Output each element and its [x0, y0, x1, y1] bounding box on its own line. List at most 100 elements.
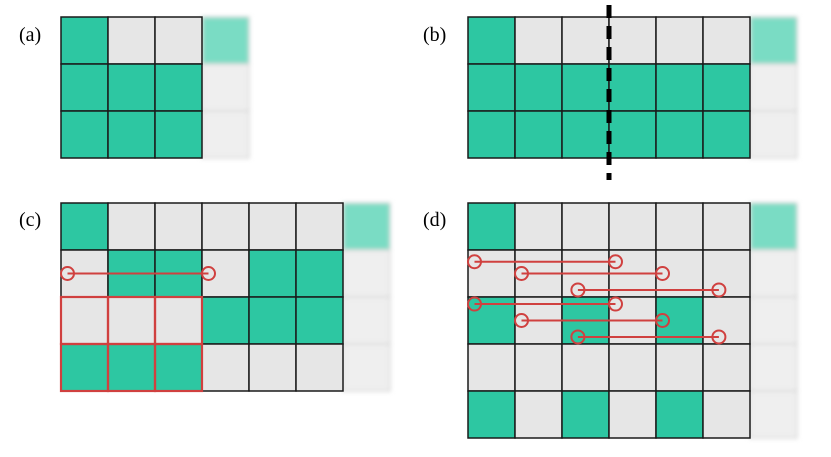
- link-endpoint: [60, 266, 75, 281]
- empty-cell: [702, 202, 751, 251]
- panel-d: (d): [423, 202, 798, 439]
- filled-cell: [467, 110, 516, 159]
- filled-cell: [154, 110, 203, 159]
- filled-cell: [561, 390, 610, 439]
- link-endpoint: [655, 313, 670, 328]
- link-endpoint: [467, 296, 482, 312]
- panel-b: (b): [423, 5, 798, 180]
- filled-cell: [655, 110, 704, 159]
- link-endpoint: [608, 296, 623, 312]
- empty-cell: [201, 249, 250, 298]
- faded-cell: [749, 296, 798, 345]
- panel-c: (c): [19, 202, 391, 393]
- faded-cell: [749, 390, 798, 439]
- empty-cell: [201, 202, 250, 251]
- faded-cell: [749, 110, 798, 159]
- filled-cell: [514, 63, 563, 112]
- panel-b-grid: [467, 5, 798, 180]
- empty-cell: [655, 343, 704, 392]
- faded-cell: [342, 249, 391, 298]
- filled-cell: [60, 63, 109, 112]
- panel-c-faded-column: [342, 202, 391, 392]
- filled-cell: [154, 63, 203, 112]
- filled-cell: [201, 296, 250, 345]
- filled-cell: [561, 63, 610, 112]
- filled-cell: [467, 63, 516, 112]
- link-endpoint: [711, 329, 727, 345]
- filled-cell: [295, 249, 344, 298]
- empty-cell: [295, 343, 344, 392]
- filled-cell: [60, 110, 109, 159]
- faded-cell: [342, 343, 391, 392]
- filled-cell: [107, 343, 156, 392]
- panel-a-faded-column: [201, 16, 250, 159]
- filled-cell: [655, 63, 704, 112]
- panel-d-grid: [467, 202, 798, 439]
- link-endpoint: [514, 266, 529, 281]
- filled-cell: [295, 296, 344, 345]
- filled-cell: [514, 110, 563, 159]
- faded-cell: [201, 110, 250, 159]
- empty-cell: [561, 202, 610, 251]
- panel-c-grid: [59, 202, 391, 393]
- filled-cell: [467, 16, 516, 65]
- panel-a: (a): [19, 16, 250, 159]
- empty-cell: [107, 16, 156, 65]
- faded-cell: [201, 16, 250, 65]
- panel-d-label: (d): [423, 209, 446, 231]
- empty-cell: [248, 343, 297, 392]
- empty-cell: [467, 343, 516, 392]
- empty-cell: [154, 202, 203, 251]
- faded-cell: [749, 343, 798, 392]
- panel-b-faded-column: [749, 16, 798, 159]
- empty-cell: [702, 16, 751, 65]
- panel-a-grid: [60, 16, 250, 159]
- filled-cell: [702, 63, 751, 112]
- filled-cell: [561, 110, 610, 159]
- empty-cell: [154, 16, 203, 65]
- filled-cell: [154, 343, 203, 392]
- panel-b-label: (b): [423, 24, 446, 46]
- link-endpoint: [467, 254, 482, 270]
- empty-cell: [608, 390, 657, 439]
- filled-cell: [248, 249, 297, 298]
- empty-cell: [154, 296, 203, 345]
- empty-cell: [561, 343, 610, 392]
- empty-cell: [608, 202, 657, 251]
- empty-cell: [655, 16, 704, 65]
- empty-cell: [655, 202, 704, 251]
- faded-cell: [749, 16, 798, 65]
- panel-c-label: (c): [19, 209, 41, 231]
- empty-cell: [107, 202, 156, 251]
- empty-cell: [295, 202, 344, 251]
- filled-cell: [60, 16, 109, 65]
- empty-cell: [702, 390, 751, 439]
- link-endpoint: [570, 282, 586, 298]
- filled-cell: [248, 296, 297, 345]
- filled-cell: [655, 390, 704, 439]
- panel-a-label: (a): [19, 24, 41, 46]
- empty-cell: [608, 343, 657, 392]
- filled-cell: [467, 390, 516, 439]
- filled-cell: [60, 343, 109, 392]
- empty-cell: [467, 249, 516, 298]
- empty-cell: [514, 202, 563, 251]
- empty-cell: [514, 16, 563, 65]
- empty-cell: [107, 296, 156, 345]
- empty-cell: [201, 343, 250, 392]
- highlight-box: [153, 342, 204, 393]
- faded-cell: [749, 249, 798, 298]
- empty-cell: [561, 16, 610, 65]
- faded-cell: [342, 202, 391, 251]
- faded-cell: [201, 63, 250, 112]
- filled-cell: [702, 110, 751, 159]
- faded-cell: [749, 63, 798, 112]
- empty-cell: [60, 296, 109, 345]
- empty-cell: [514, 343, 563, 392]
- empty-cell: [702, 343, 751, 392]
- empty-cell: [248, 202, 297, 251]
- faded-cell: [342, 296, 391, 345]
- filled-cell: [107, 110, 156, 159]
